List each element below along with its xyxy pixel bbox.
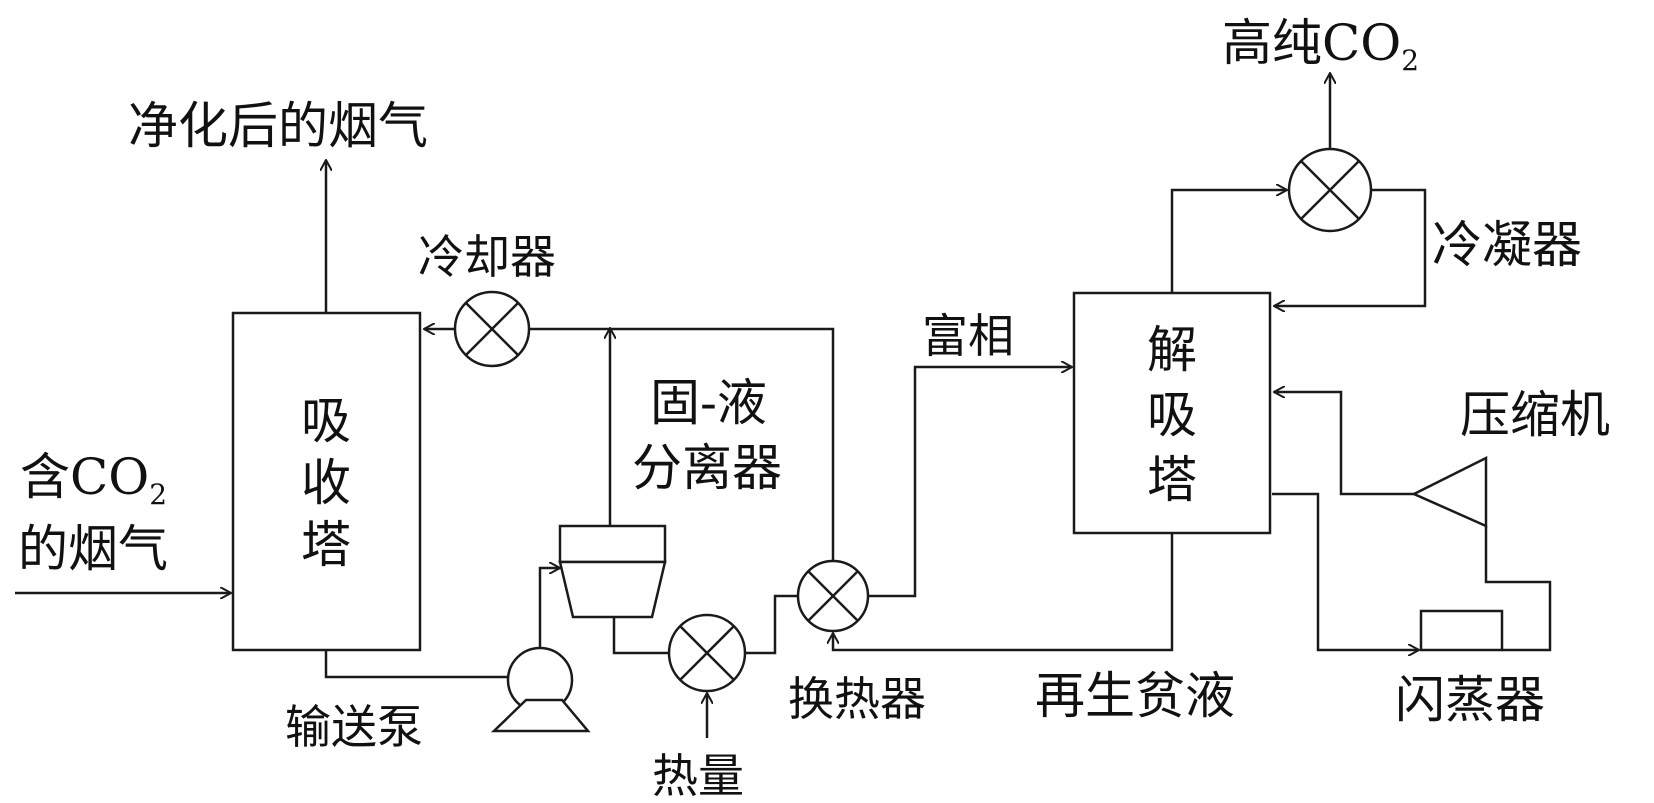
lean-return-line xyxy=(529,327,835,565)
compressor-to-desorber-arrow xyxy=(1274,392,1414,496)
desorber-to-flash-arrow xyxy=(1272,492,1419,650)
flash-label: 闪蒸器 xyxy=(1395,671,1545,729)
absorber-to-pump-line xyxy=(324,650,507,679)
condenser-label: 冷凝器 xyxy=(1432,216,1582,274)
condenser-cross-b xyxy=(1300,160,1360,220)
heat-label: 热量 xyxy=(652,749,744,803)
separator-cone xyxy=(558,560,667,619)
compressor-label: 压缩机 xyxy=(1460,386,1610,444)
separator-top xyxy=(558,524,667,564)
flash-to-compressor-line xyxy=(1484,526,1552,652)
condenser-reflux-arrow xyxy=(1274,188,1427,306)
desorber-tower xyxy=(1072,291,1272,535)
product-label: 高纯CO2 xyxy=(1222,14,1419,77)
desorber-label-3: 塔 xyxy=(1147,451,1197,509)
purified-gas-label: 净化后的烟气 xyxy=(128,97,428,155)
desorber-label-2: 吸 xyxy=(1147,386,1197,444)
cooler-cross-b xyxy=(465,302,519,356)
rich-phase-label: 富相 xyxy=(922,309,1014,363)
regen-lean-label: 再生贫液 xyxy=(1035,667,1235,725)
cooler-label: 冷却器 xyxy=(418,230,556,284)
heater-to-exchanger-line xyxy=(745,594,799,655)
desorber-to-condenser-arrow xyxy=(1170,190,1287,293)
exchanger-cross-b xyxy=(807,570,859,622)
rich-phase-arrow xyxy=(868,367,1072,598)
separator-label-1: 固-液 xyxy=(650,374,767,432)
compressor-symbol xyxy=(1411,455,1488,528)
absorber-label-1: 吸 xyxy=(301,392,351,450)
regen-lean-arrow xyxy=(833,533,1174,652)
heater-cross-b xyxy=(679,625,735,681)
desorber-label-1: 解 xyxy=(1147,321,1197,379)
absorber-tower xyxy=(231,311,422,652)
feed-gas-label-2: 的烟气 xyxy=(18,520,168,578)
heat-exchanger-label: 换热器 xyxy=(788,672,926,726)
pump-label: 输送泵 xyxy=(285,700,423,754)
absorber-label-3: 塔 xyxy=(301,516,351,574)
separator-label-2: 分离器 xyxy=(632,439,782,497)
pump-to-separator-arrow xyxy=(538,568,560,648)
flash-drum xyxy=(1419,609,1504,652)
absorber-label-2: 收 xyxy=(301,454,351,512)
feed-gas-label: 含CO2 xyxy=(20,448,167,511)
pump-base xyxy=(490,698,591,733)
separator-to-heater-line xyxy=(612,617,668,655)
